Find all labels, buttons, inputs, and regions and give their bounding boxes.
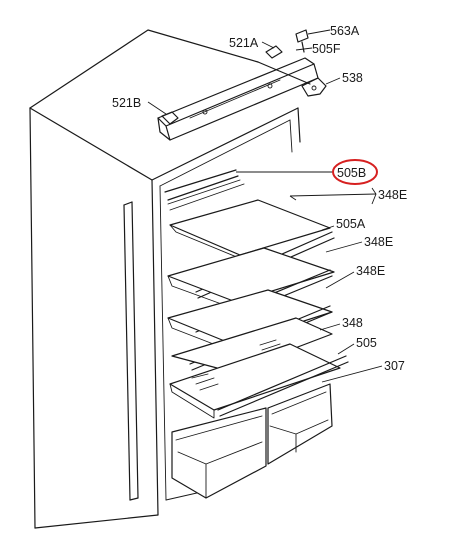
top-shelf-rail	[164, 169, 245, 211]
label-505: 505	[356, 336, 377, 350]
leader-lines	[147, 29, 383, 383]
crisper-drawers	[171, 383, 333, 499]
label-563a: 563A	[330, 24, 360, 38]
label-348e-top: 348E	[378, 188, 407, 202]
label-348: 348	[342, 316, 363, 330]
hinge-538	[301, 77, 327, 97]
cabinet-body	[29, 29, 311, 529]
label-307: 307	[384, 359, 405, 373]
screw-563a	[295, 29, 309, 53]
label-348e-low: 348E	[356, 264, 385, 278]
top-hinge-bar	[157, 45, 319, 141]
highlight-505b	[332, 159, 378, 185]
label-348e-mid: 348E	[364, 235, 393, 249]
label-538: 538	[342, 71, 363, 85]
shelf-rail-505	[217, 355, 349, 417]
label-521a: 521A	[229, 36, 259, 50]
label-521b: 521B	[112, 96, 141, 110]
label-505a: 505A	[336, 217, 366, 231]
label-505f: 505F	[312, 42, 341, 56]
crisper-cover	[169, 343, 341, 419]
label-505b: 505B	[337, 166, 366, 180]
